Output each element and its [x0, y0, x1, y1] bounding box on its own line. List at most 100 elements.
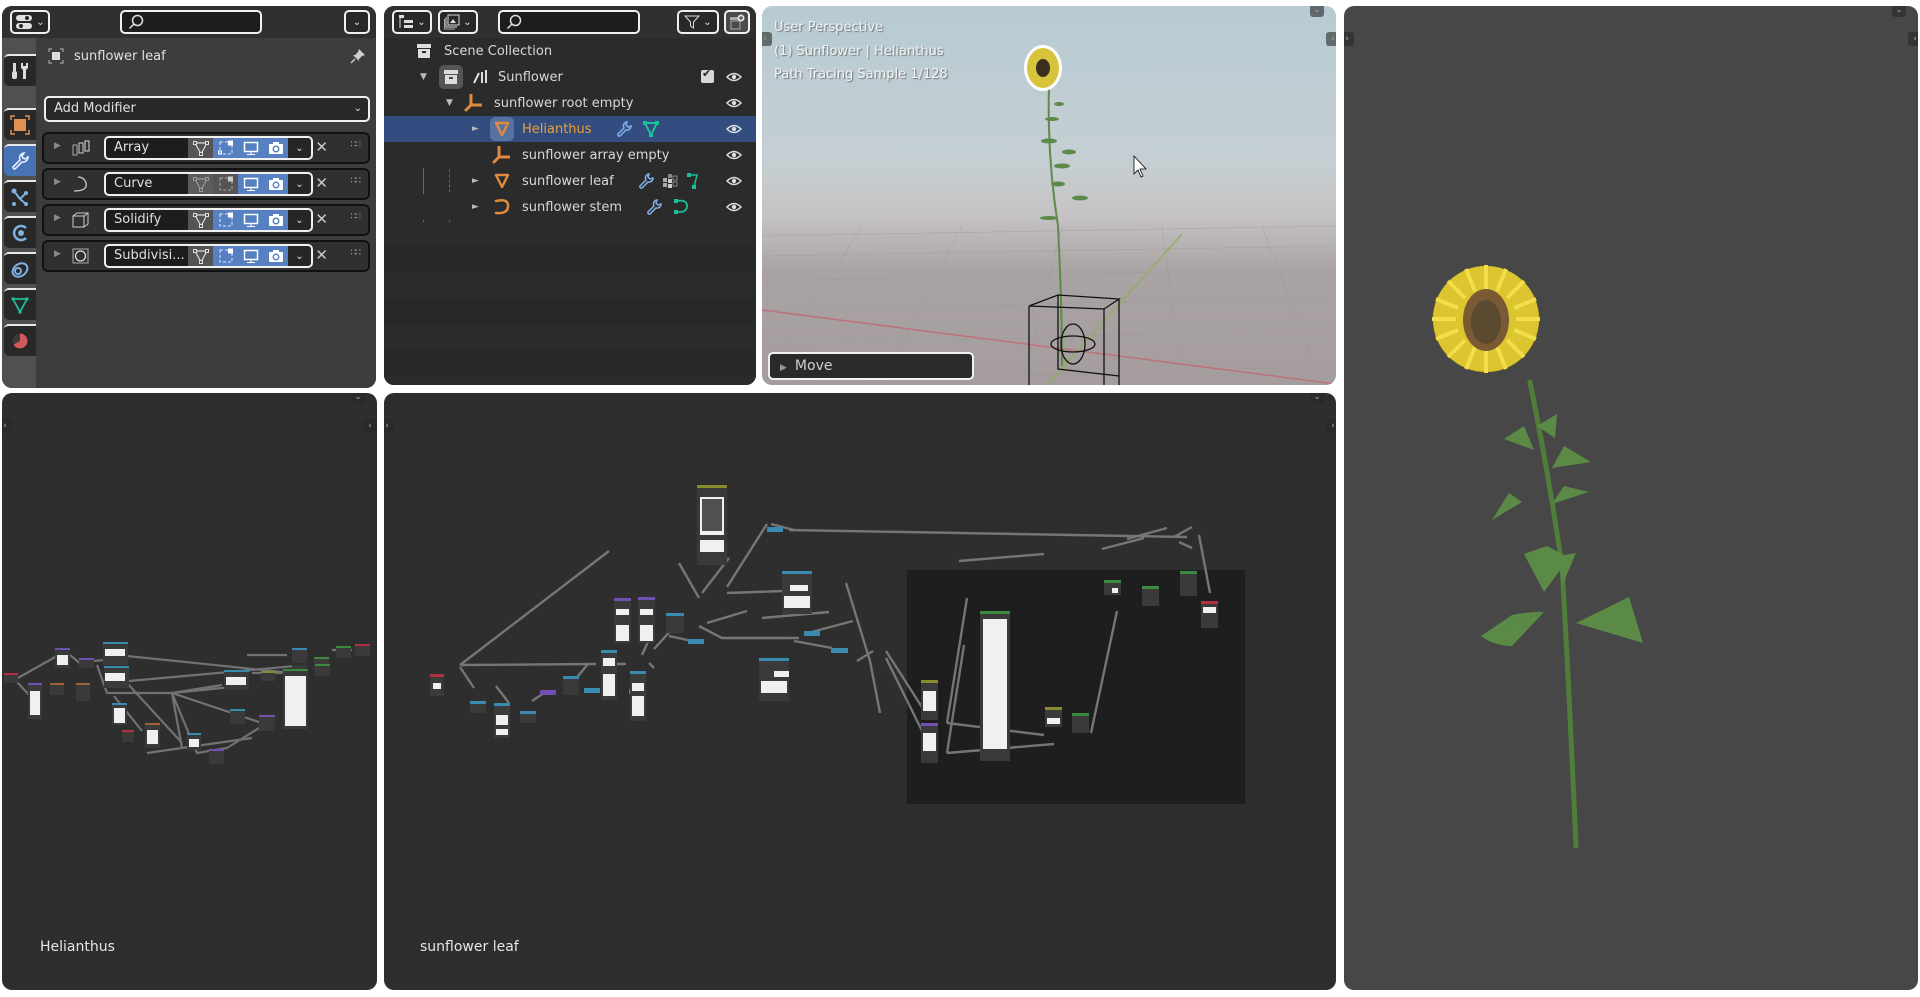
sidebar-expand-icon[interactable]: ‹ — [1326, 32, 1336, 46]
toolbar-expand-icon[interactable]: › — [2, 419, 12, 433]
node-editor-sunflower-leaf[interactable]: › ‹ ⌄ sunflower leaf — [384, 393, 1336, 990]
modifier-name-field[interactable]: Subdivisi... — [104, 244, 188, 268]
editor-type-button[interactable]: ⌄ — [10, 10, 50, 34]
toolbar-expand-icon[interactable]: › — [762, 32, 772, 46]
edit-mode-toggle[interactable] — [188, 136, 213, 160]
outliner-row-sunflower-leaf[interactable]: ► sunflower leaf — [384, 168, 756, 194]
expand-arrow-icon[interactable]: ▼ — [446, 98, 453, 108]
tab-material[interactable] — [4, 324, 36, 356]
edit-mode-toggle[interactable] — [188, 172, 213, 196]
eye-icon[interactable] — [726, 147, 742, 163]
modifier-menu-dropdown[interactable]: ⌄ — [288, 244, 313, 268]
eye-icon[interactable] — [726, 199, 742, 215]
exclude-checkbox[interactable]: ✔ — [701, 67, 714, 83]
editor-type-button[interactable]: ⌄ — [392, 10, 432, 34]
render-toggle[interactable] — [263, 136, 288, 160]
collection-icon[interactable] — [439, 65, 463, 89]
3d-viewport[interactable]: User Perspective (1) Sunflower | Heliant… — [762, 6, 1336, 385]
add-modifier-dropdown[interactable]: Add Modifier ⌄ — [44, 96, 370, 122]
toolbar-expand-icon[interactable]: › — [1344, 32, 1354, 46]
edit-mode-toggle[interactable] — [188, 208, 213, 232]
sidebar-expand-icon[interactable]: ‹ — [1326, 419, 1336, 433]
modifier-panel: sunflower leaf Add Modifier ⌄ ▶ Array ⌄ … — [36, 38, 376, 388]
modifier-name-field[interactable]: Curve — [104, 172, 188, 196]
drag-handle-icon[interactable]: ∷∷ — [350, 212, 362, 222]
tab-constraints[interactable] — [4, 252, 36, 284]
expand-arrow-icon[interactable]: ▼ — [420, 72, 427, 82]
outliner-row-helianthus[interactable]: ► Helianthus — [384, 116, 756, 142]
wrench-icon[interactable] — [616, 121, 632, 137]
viewport-toggle[interactable] — [238, 172, 263, 196]
edit-mode-toggle[interactable] — [188, 244, 213, 268]
on-cage-toggle[interactable] — [213, 136, 238, 160]
outliner-row-root-empty[interactable]: ▼ sunflower root empty — [384, 90, 756, 116]
expand-arrow-icon[interactable]: ► — [472, 202, 479, 212]
expand-arrow-icon[interactable]: ▶ — [54, 141, 61, 151]
outliner-row-array-empty[interactable]: sunflower array empty — [384, 142, 756, 168]
tab-object[interactable] — [4, 108, 36, 140]
curve-data-icon[interactable] — [672, 198, 690, 216]
outliner-row-sunflower-collection[interactable]: ▼ Sunflower ✔ — [384, 64, 756, 90]
tab-physics[interactable] — [4, 216, 36, 248]
on-cage-toggle[interactable] — [213, 244, 238, 268]
toolbar-expand-icon[interactable]: › — [384, 419, 394, 433]
drag-handle-icon[interactable]: ∷∷ — [350, 140, 362, 150]
remove-modifier-button[interactable]: ✕ — [315, 246, 328, 264]
sidebar-expand-icon[interactable]: ‹ — [363, 419, 377, 433]
mesh-object-icon[interactable] — [490, 117, 514, 141]
outliner-row-sunflower-stem[interactable]: ► sunflower stem — [384, 194, 756, 220]
properties-search-input[interactable] — [120, 10, 262, 34]
last-operator-panel[interactable]: ▶Move — [768, 352, 974, 380]
options-dropdown[interactable]: ⌄ — [344, 10, 370, 34]
expand-arrow-icon[interactable]: ▶ — [54, 213, 61, 223]
viewport-toggle[interactable] — [238, 208, 263, 232]
expand-arrow-icon[interactable]: ▶ — [54, 177, 61, 187]
expand-arrow-icon[interactable]: ▶ — [54, 249, 61, 259]
node-editor-helianthus[interactable]: › ‹ ⌄ Helianthus — [2, 393, 377, 990]
render-toggle[interactable] — [263, 244, 288, 268]
wrench-icon[interactable] — [646, 199, 662, 215]
header-expand-icon[interactable]: ⌄ — [1310, 6, 1324, 17]
mesh-data-icon[interactable] — [686, 172, 702, 190]
sidebar-expand-icon[interactable]: ‹ — [1908, 32, 1918, 46]
eye-icon[interactable] — [726, 69, 742, 85]
header-expand-icon[interactable]: ⌄ — [1892, 6, 1906, 17]
tab-modifiers[interactable] — [4, 144, 36, 176]
render-preview[interactable]: › ‹ ⌄ — [1344, 6, 1918, 990]
filter-button[interactable]: ⌄ — [677, 10, 719, 34]
modifier-name-field[interactable]: Array — [104, 136, 188, 160]
viewport-toggle[interactable] — [238, 244, 263, 268]
expand-arrow-icon[interactable]: ► — [472, 176, 479, 186]
header-expand-icon[interactable]: ⌄ — [1310, 393, 1324, 404]
render-toggle[interactable] — [263, 208, 288, 232]
render-toggle[interactable] — [263, 172, 288, 196]
eye-icon[interactable] — [726, 95, 742, 111]
modifier-name-field[interactable]: Solidify — [104, 208, 188, 232]
mesh-data-icon[interactable] — [642, 120, 660, 138]
eye-icon[interactable] — [726, 121, 742, 137]
drag-handle-icon[interactable]: ∷∷ — [350, 176, 362, 186]
pin-button[interactable] — [350, 48, 366, 68]
header-expand-icon[interactable]: ⌄ — [351, 393, 365, 404]
modifier-menu-dropdown[interactable]: ⌄ — [288, 208, 313, 232]
remove-modifier-button[interactable]: ✕ — [315, 138, 328, 156]
tab-tool[interactable] — [4, 54, 36, 86]
modifier-menu-dropdown[interactable]: ⌄ — [288, 172, 313, 196]
drag-handle-icon[interactable]: ∷∷ — [350, 248, 362, 258]
expand-arrow-icon[interactable]: ► — [472, 124, 479, 134]
vertex-groups-icon[interactable] — [662, 173, 678, 189]
remove-modifier-button[interactable]: ✕ — [315, 210, 328, 228]
outliner-search-input[interactable] — [498, 10, 640, 34]
wrench-icon[interactable] — [638, 173, 654, 189]
outliner-row-scene-collection[interactable]: Scene Collection — [384, 38, 756, 64]
remove-modifier-button[interactable]: ✕ — [315, 174, 328, 192]
modifier-menu-dropdown[interactable]: ⌄ — [288, 136, 313, 160]
tab-particles[interactable] — [4, 180, 36, 212]
tab-data[interactable] — [4, 288, 36, 320]
new-collection-button[interactable] — [724, 10, 750, 34]
on-cage-toggle[interactable] — [213, 172, 238, 196]
on-cage-toggle[interactable] — [213, 208, 238, 232]
eye-icon[interactable] — [726, 173, 742, 189]
viewport-toggle[interactable] — [238, 136, 263, 160]
display-mode-button[interactable]: ⌄ — [438, 10, 478, 34]
